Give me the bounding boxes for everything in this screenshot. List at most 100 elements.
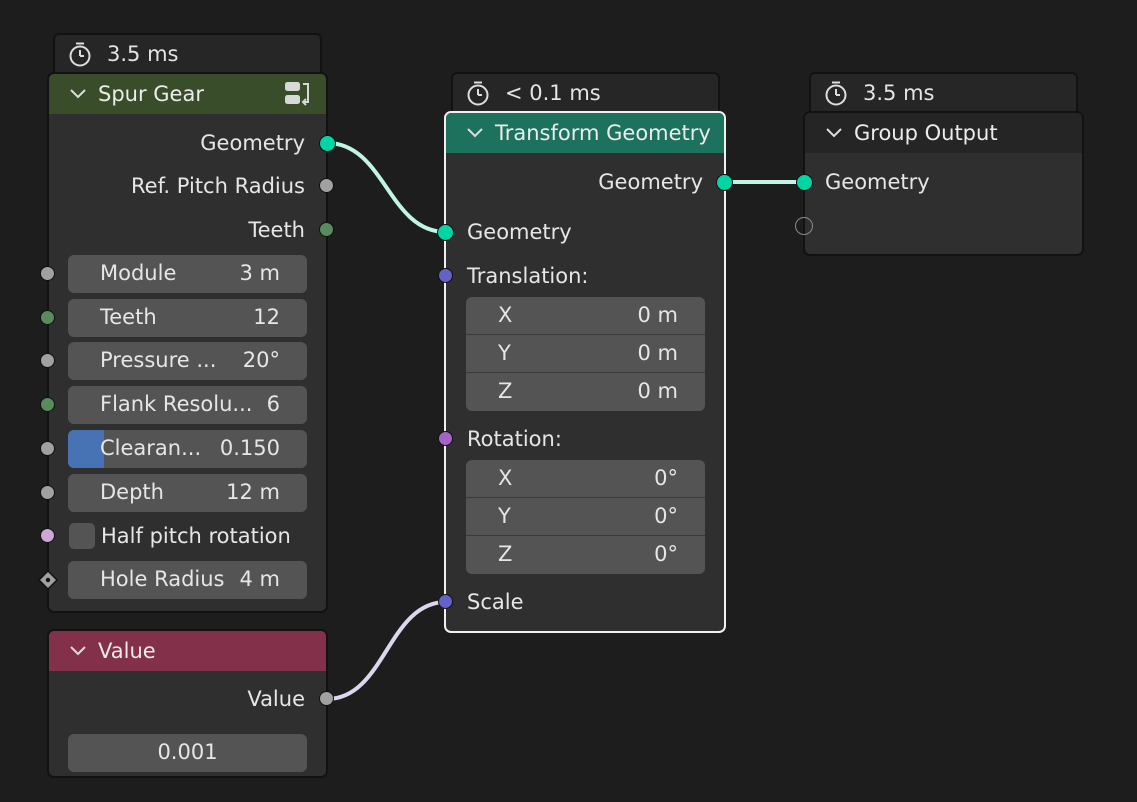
teeth-label: Teeth: [100, 305, 157, 329]
depth-value: 12 m: [226, 480, 280, 504]
translation-z-field[interactable]: Z 0 m: [466, 373, 705, 411]
translation-x-field[interactable]: X 0 m: [466, 297, 705, 335]
socket-group-output-geometry-in[interactable]: [796, 174, 813, 191]
pressure-angle-field[interactable]: Pressure ... 20°: [68, 342, 307, 380]
hole-radius-value: 4 m: [239, 567, 281, 591]
socket-pressure-in[interactable]: [40, 353, 55, 368]
axis-label: X: [498, 303, 513, 327]
clearance-slider[interactable]: Clearan... 0.150: [68, 430, 307, 468]
stopwatch-icon: [467, 81, 489, 106]
value-field[interactable]: 0.001: [68, 734, 307, 772]
flank-resolution-value: 6: [266, 392, 280, 416]
value-field-text: 0.001: [157, 740, 218, 764]
hole-radius-field[interactable]: Hole Radius 4 m: [68, 561, 307, 599]
transform-title: Transform Geometry: [495, 121, 711, 145]
module-field[interactable]: Module 3 m: [68, 255, 307, 293]
transform-input-geometry: Geometry: [467, 220, 572, 244]
flank-resolution-label: Flank Resolu...: [100, 392, 253, 416]
axis-value: 0 m: [637, 341, 679, 365]
timer-group-output: 3.5 ms: [809, 72, 1078, 112]
transform-header[interactable]: Transform Geometry: [446, 113, 724, 153]
translation-vector[interactable]: X 0 m Y 0 m Z 0 m: [466, 297, 705, 411]
axis-value: 0°: [654, 466, 678, 490]
axis-value: 0 m: [637, 379, 679, 403]
group-output-node[interactable]: Group Output: [803, 111, 1084, 256]
axis-value: 0°: [654, 504, 678, 528]
socket-module-in[interactable]: [40, 266, 55, 281]
spur-gear-header[interactable]: Spur Gear: [49, 74, 326, 114]
teeth-value: 12: [253, 305, 280, 329]
socket-clearance-in[interactable]: [40, 441, 55, 456]
spur-output-teeth: Teeth: [248, 218, 305, 242]
transform-output-geometry: Geometry: [598, 170, 703, 194]
socket-spur-geometry-out[interactable]: [319, 135, 336, 152]
axis-label: Z: [498, 542, 513, 566]
socket-transform-geometry-out[interactable]: [716, 174, 733, 191]
translation-y-field[interactable]: Y 0 m: [466, 335, 705, 373]
axis-value: 0°: [654, 542, 678, 566]
socket-spur-pitch-radius-out[interactable]: [319, 178, 334, 193]
spur-output-pitch-radius: Ref. Pitch Radius: [131, 174, 305, 198]
value-output-label: Value: [247, 687, 305, 711]
axis-label: Y: [498, 341, 511, 365]
socket-hole-radius-in[interactable]: [38, 570, 58, 590]
flank-resolution-field[interactable]: Flank Resolu... 6: [68, 386, 307, 424]
chevron-down-icon[interactable]: [466, 127, 484, 139]
rotation-vector[interactable]: X 0° Y 0° Z 0°: [466, 460, 705, 574]
socket-scale-in[interactable]: [438, 594, 453, 609]
stopwatch-icon: [825, 81, 847, 106]
timer-transform-text: < 0.1 ms: [505, 81, 601, 105]
socket-rotation-in[interactable]: [438, 431, 453, 446]
rotation-z-field[interactable]: Z 0°: [466, 536, 705, 574]
chevron-down-icon[interactable]: [69, 88, 87, 100]
chevron-down-icon[interactable]: [69, 645, 87, 657]
socket-transform-geometry-in[interactable]: [437, 224, 454, 241]
axis-label: Z: [498, 379, 513, 403]
socket-group-output-empty[interactable]: [795, 217, 813, 235]
socket-depth-in[interactable]: [40, 485, 55, 500]
group-output-header[interactable]: Group Output: [805, 113, 1082, 153]
chevron-down-icon[interactable]: [825, 127, 843, 139]
clearance-value: 0.150: [219, 436, 280, 460]
socket-translation-in[interactable]: [438, 268, 453, 283]
spur-gear-title: Spur Gear: [98, 82, 204, 106]
stopwatch-icon: [69, 42, 91, 67]
translation-label: Translation:: [467, 264, 589, 288]
node-group-icon[interactable]: [282, 80, 312, 108]
clearance-label: Clearan...: [100, 436, 202, 460]
value-title: Value: [98, 639, 156, 663]
module-label: Module: [100, 261, 177, 285]
spur-output-geometry: Geometry: [200, 131, 305, 155]
hole-radius-label: Hole Radius: [100, 567, 225, 591]
socket-flank-in[interactable]: [40, 397, 55, 412]
link-value-to-scale: [326, 600, 447, 701]
rotation-y-field[interactable]: Y 0°: [466, 498, 705, 536]
timer-transform: < 0.1 ms: [451, 72, 720, 112]
clearance-fill: [68, 430, 104, 468]
socket-teeth-in[interactable]: [40, 310, 55, 325]
depth-field[interactable]: Depth 12 m: [68, 474, 307, 512]
socket-half-pitch-in[interactable]: [40, 528, 55, 543]
teeth-field[interactable]: Teeth 12: [68, 299, 307, 337]
half-pitch-label: Half pitch rotation: [101, 524, 291, 548]
value-header[interactable]: Value: [49, 631, 326, 671]
axis-label: Y: [498, 504, 511, 528]
group-output-geometry-label: Geometry: [825, 170, 930, 194]
group-output-title: Group Output: [854, 121, 998, 145]
axis-value: 0 m: [637, 303, 679, 327]
timer-spur-gear: 3.5 ms: [53, 33, 322, 73]
pressure-angle-value: 20°: [242, 348, 280, 372]
timer-group-output-text: 3.5 ms: [863, 81, 935, 105]
timer-spur-gear-text: 3.5 ms: [107, 42, 179, 66]
socket-spur-teeth-out[interactable]: [319, 222, 334, 237]
rotation-label: Rotation:: [467, 427, 562, 451]
axis-label: X: [498, 466, 513, 490]
half-pitch-checkbox[interactable]: [69, 523, 95, 549]
scale-label: Scale: [467, 590, 524, 614]
socket-value-out[interactable]: [319, 691, 334, 706]
rotation-x-field[interactable]: X 0°: [466, 460, 705, 498]
link-geometry-to-transform: [326, 141, 447, 234]
pressure-angle-label: Pressure ...: [100, 348, 217, 372]
module-value: 3 m: [239, 261, 281, 285]
